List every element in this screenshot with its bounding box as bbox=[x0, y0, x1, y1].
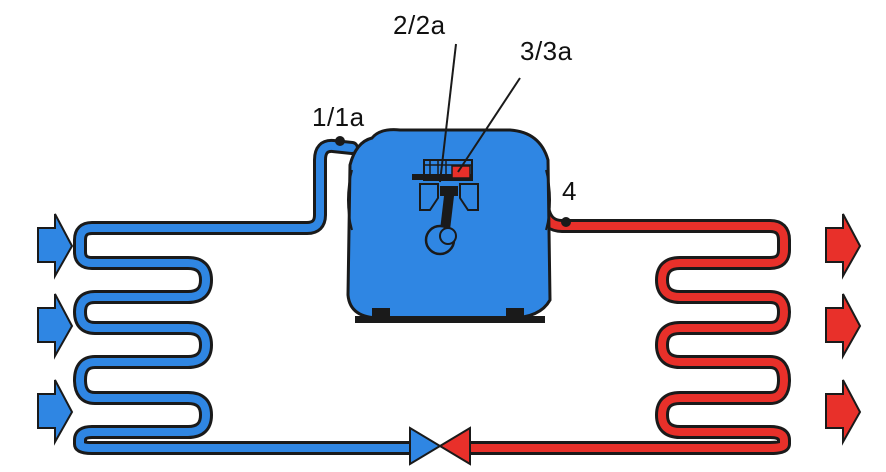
arrow-left-top bbox=[37, 213, 74, 280]
point-4-dot bbox=[561, 217, 571, 227]
cylinder-head bbox=[412, 159, 479, 230]
expansion-valve bbox=[409, 426, 471, 466]
compressor-base bbox=[355, 316, 545, 323]
air-inflow-arrows bbox=[37, 213, 74, 446]
label-point-1: 1/1a bbox=[312, 102, 365, 132]
arrow-left-bottom bbox=[37, 379, 74, 446]
label-point-4: 4 bbox=[562, 176, 577, 206]
measurement-points bbox=[335, 43, 571, 227]
arrow-right-top bbox=[825, 213, 862, 280]
condenser-coil bbox=[449, 165, 791, 455]
expansion-valve-red bbox=[438, 426, 471, 466]
leader-line-3 bbox=[457, 77, 521, 173]
evaporator-coil bbox=[73, 138, 419, 455]
air-outflow-arrows bbox=[825, 213, 862, 446]
arrow-right-middle bbox=[825, 293, 862, 360]
label-point-3: 3/3a bbox=[520, 36, 573, 66]
point-1-dot bbox=[335, 136, 345, 146]
arrow-left-middle bbox=[37, 293, 74, 360]
label-point-2: 2/2a bbox=[393, 10, 446, 40]
leader-line-2 bbox=[439, 43, 457, 183]
crankshaft bbox=[424, 224, 457, 256]
arrow-right-bottom bbox=[825, 379, 862, 446]
expansion-valve-blue bbox=[409, 426, 442, 466]
